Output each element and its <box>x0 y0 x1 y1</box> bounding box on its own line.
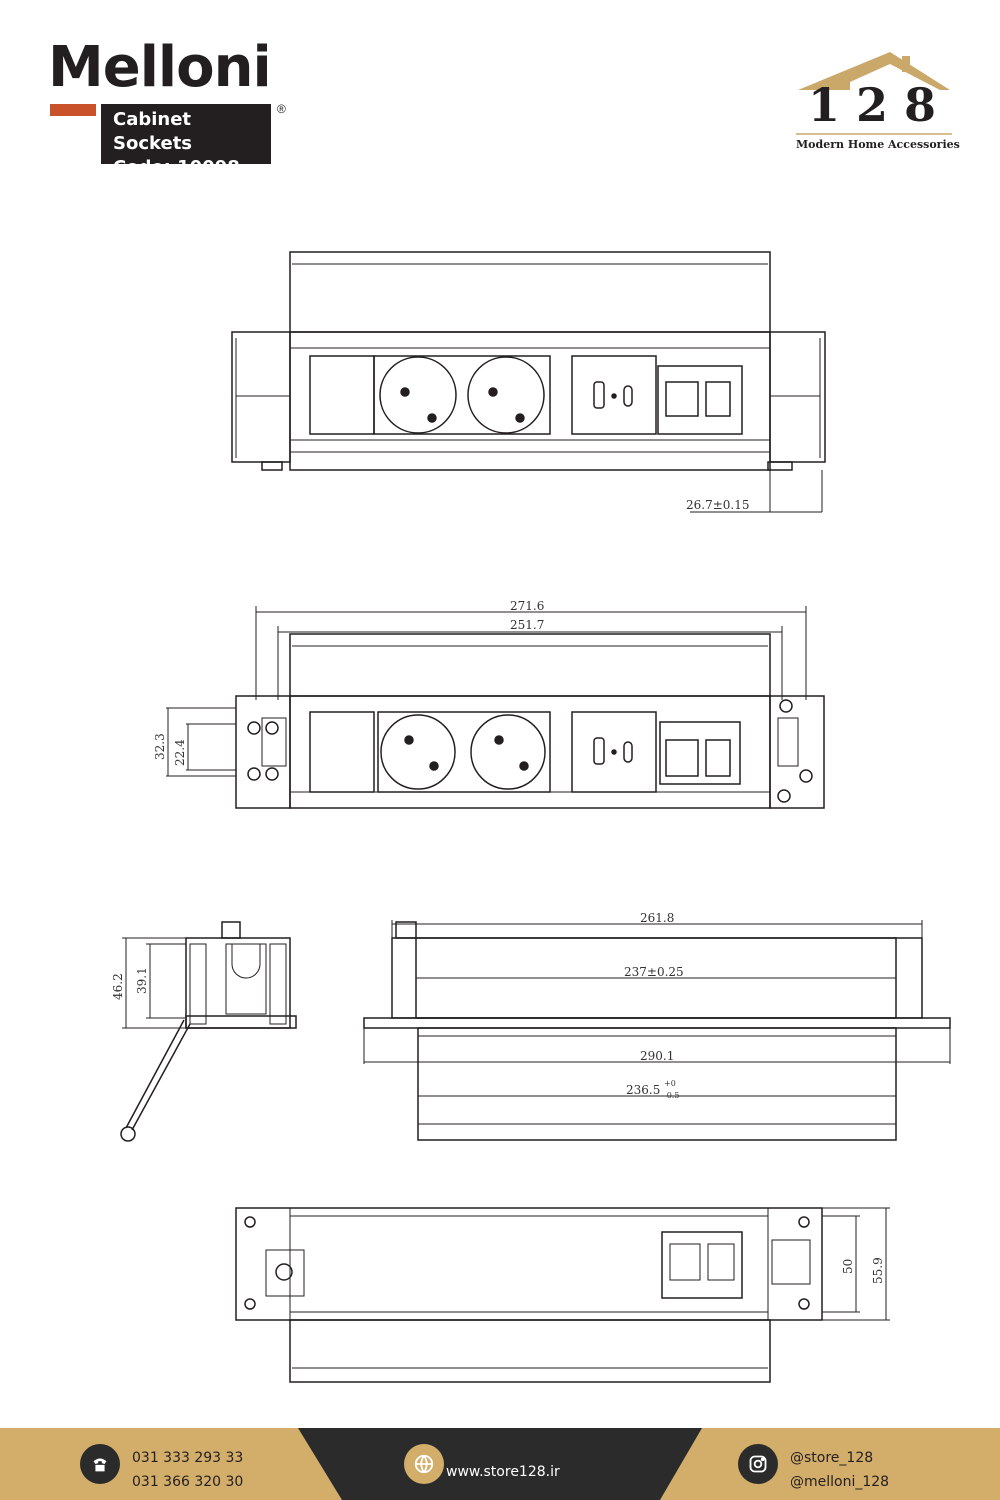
brand-accent-bar <box>50 104 96 116</box>
front-elevation-view: 271.6 251.7 <box>153 599 825 809</box>
phone-number-2[interactable]: 031 366 320 30 <box>132 1474 244 1490</box>
dim-bottom-inner-height: 50 <box>841 1259 855 1274</box>
registered-mark: ® <box>277 102 286 116</box>
dim-side-inner-height: 22.4 <box>173 739 187 766</box>
dim-flange-length: 290.1 <box>640 1049 674 1063</box>
product-code: Code: 10098 <box>113 157 240 178</box>
instagram-handle-2[interactable]: @melloni_128 <box>790 1474 890 1490</box>
dim-top-length: 261.8 <box>640 911 674 925</box>
dim-cutout-length: 236.5 <box>626 1083 660 1097</box>
dim-profile-height: 46.2 <box>111 973 125 1000</box>
web-globe-icon <box>404 1444 444 1484</box>
phone-icon <box>80 1444 120 1484</box>
product-label-box: Cabinet Sockets Code: 10098 <box>101 104 271 178</box>
instagram-handle-1[interactable]: @store_128 <box>790 1450 874 1466</box>
instagram-icon <box>738 1444 778 1484</box>
top-length-view: 261.8 237±0.25 290.1 236.5 +0 -0.5 <box>363 911 951 1141</box>
front-perspective-view: 26.7±0.15 <box>231 251 826 513</box>
dim-cutout-tol-lower: -0.5 <box>664 1091 679 1100</box>
store-logo-number: 128 <box>808 78 953 132</box>
dim-inner-width: 251.7 <box>510 618 544 632</box>
phone-number-1[interactable]: 031 333 293 33 <box>132 1450 244 1466</box>
dim-top-inner-length: 237±0.25 <box>624 965 684 979</box>
bottom-view: 50 55.9 <box>235 1207 890 1383</box>
footer-background <box>0 1428 1000 1500</box>
brand-logo-text: Melloni <box>48 35 272 100</box>
store-logo-roof-icon <box>796 52 952 135</box>
dim-profile-inner-height: 39.1 <box>135 967 149 994</box>
side-profile-view: 46.2 39.1 <box>111 921 297 1142</box>
dim-bottom-outer-height: 55.9 <box>871 1257 885 1284</box>
dim-overall-flange-width: 271.6 <box>510 599 544 613</box>
dim-side-outer-height: 32.3 <box>153 733 167 760</box>
footer-contact-band: 031 333 293 33 031 366 320 30 www.store1… <box>0 1428 1000 1500</box>
dim-cutout-tol-upper: +0 <box>664 1079 676 1088</box>
product-line: Cabinet Sockets <box>113 109 193 154</box>
dim-front-depth: 26.7±0.15 <box>686 498 750 512</box>
website-link[interactable]: www.store128.ir <box>446 1464 560 1480</box>
store-logo-tagline: Modern Home Accessories <box>796 138 960 151</box>
